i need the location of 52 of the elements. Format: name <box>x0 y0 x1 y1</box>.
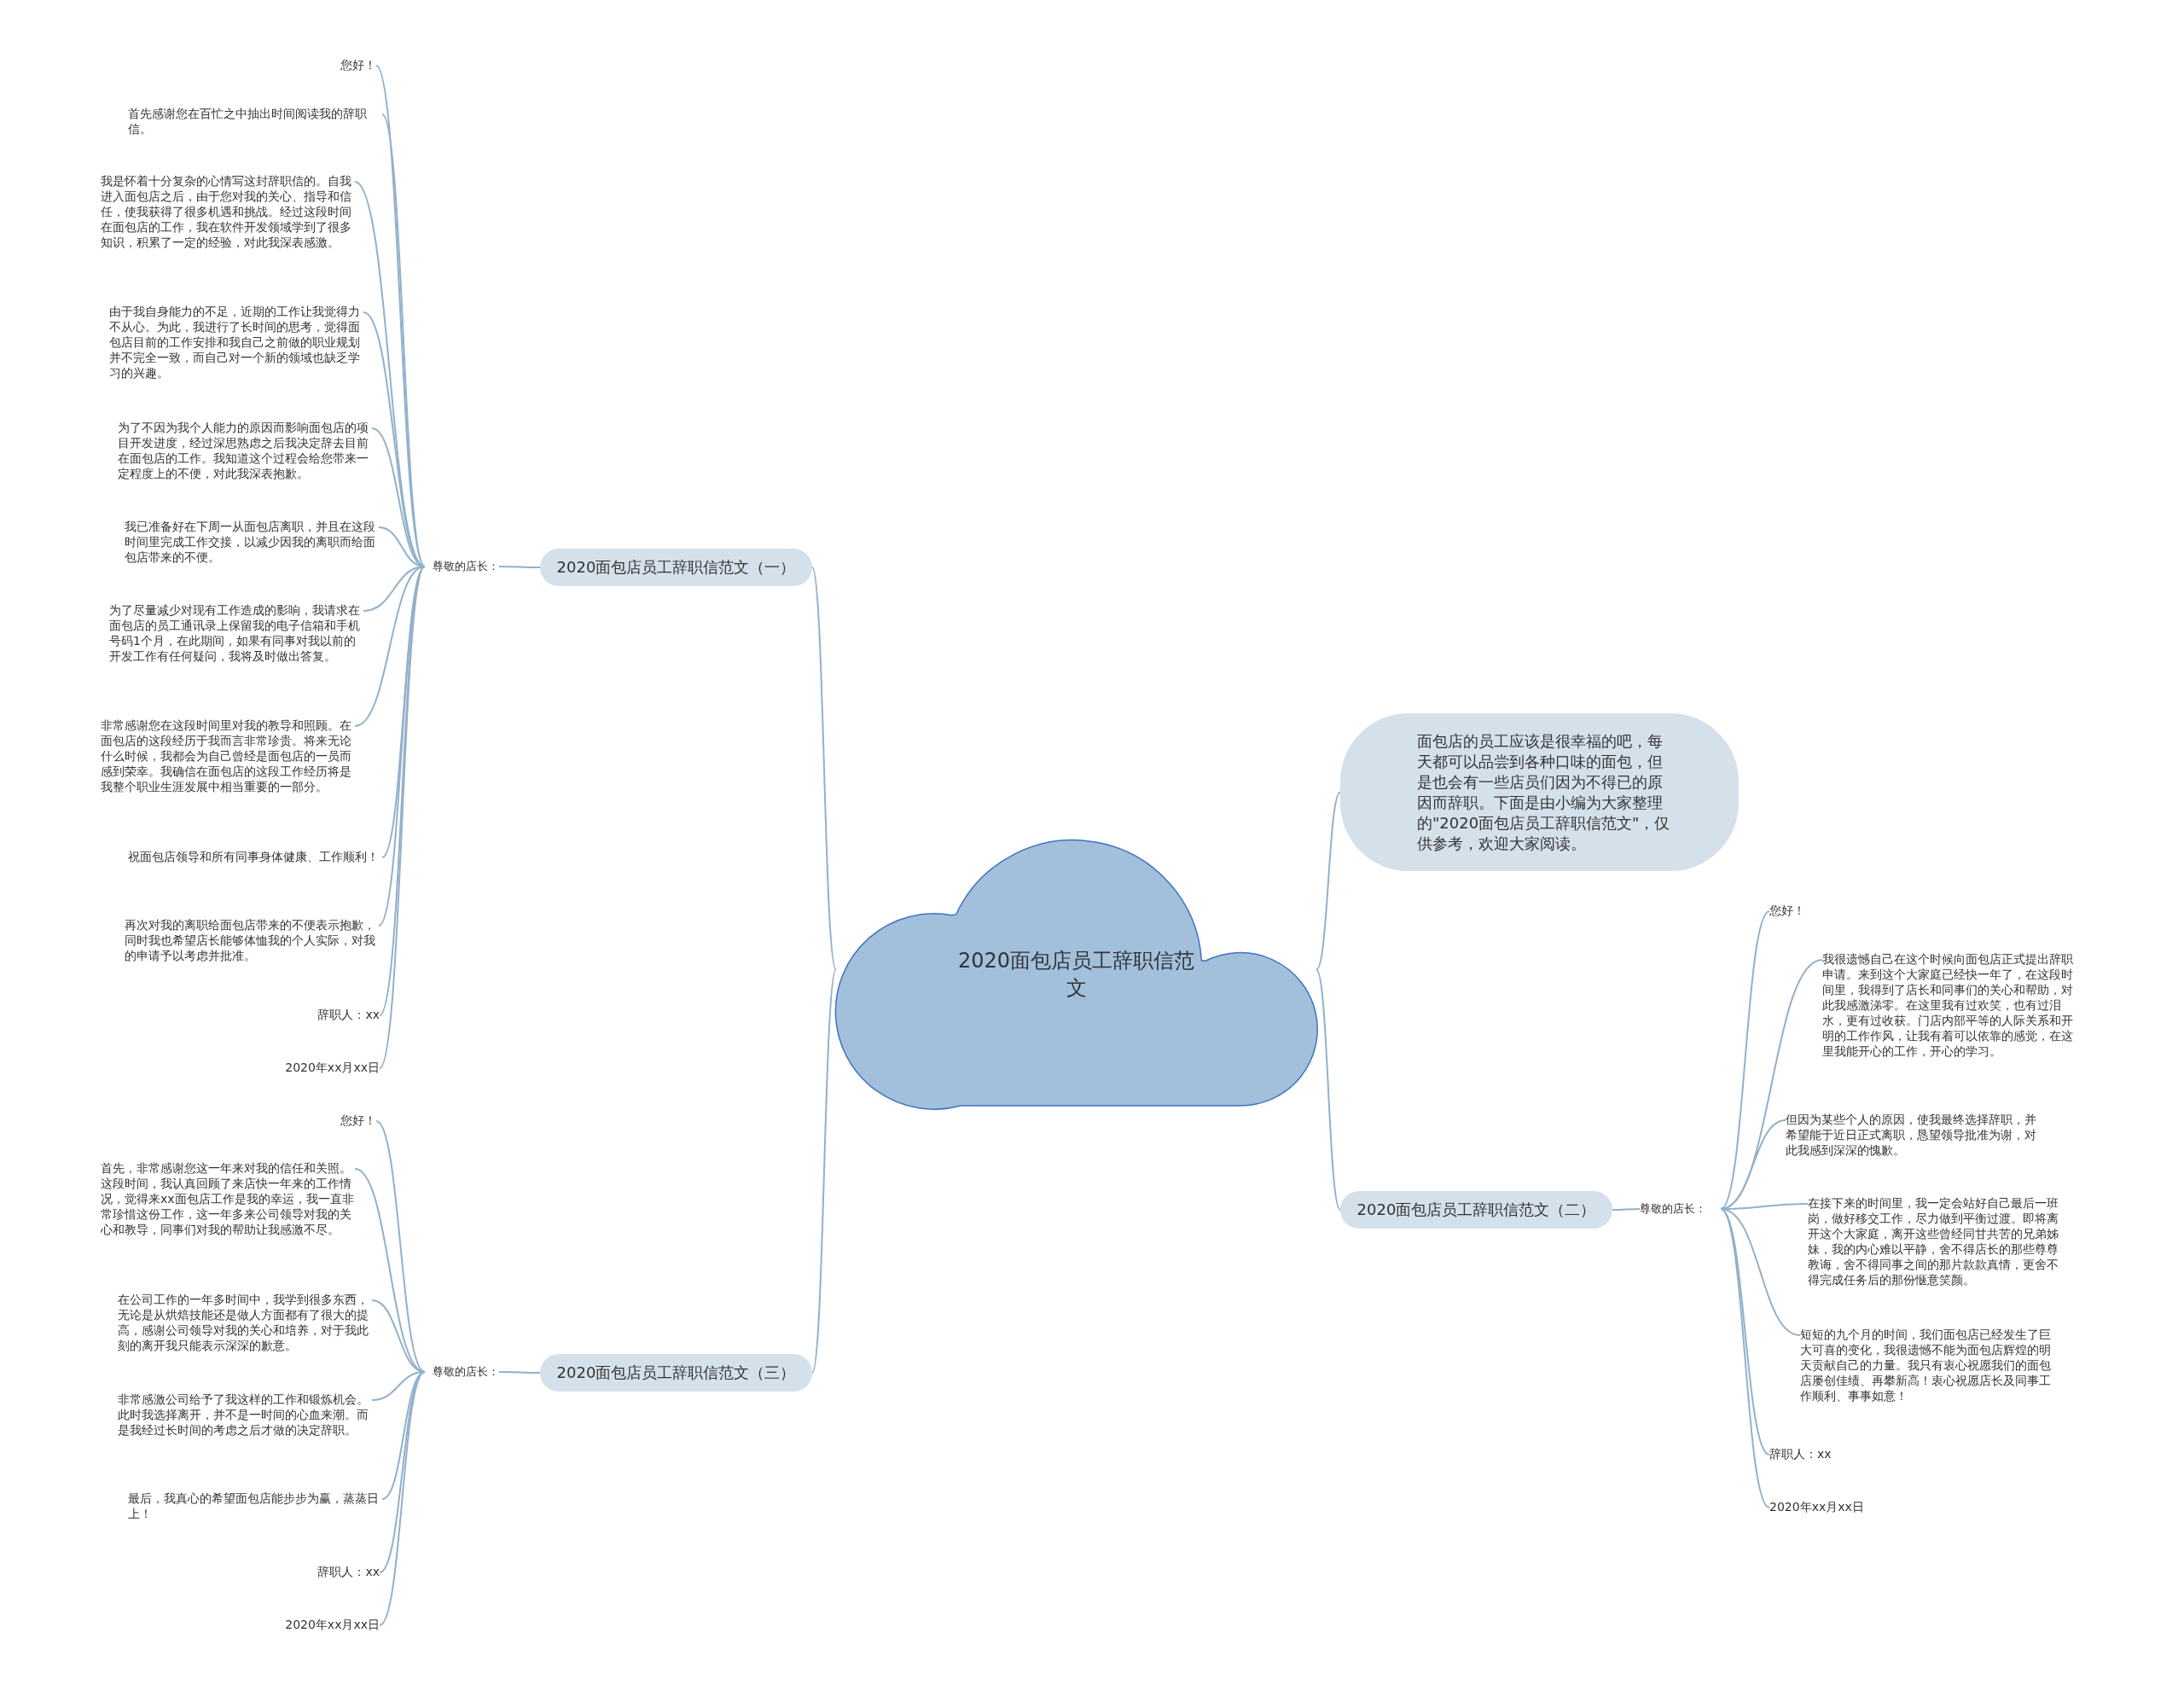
paragraph-text: 我很遗憾自己在这个时候向面包店正式提出辞职申请。来到这个大家庭已经快一年了，在这段时间里，我得到了店长和同事们的关心和帮助，对此我感激涕零。在这里我有过欢笑，也有过泪水，更有过收获。门店内部平等的人际关系和开明的工作作风，让我有着可以依靠的感觉，在这里我能开心的工作，开心的学习。 <box>1822 951 2078 1059</box>
paragraph-text: 您好！ <box>256 57 376 73</box>
connector-line <box>375 1120 426 1373</box>
paragraph-text: 在公司工作的一年多时间中，我学到很多东西，无论是从烘焙技能还是做人方面都有了很大的提高，感谢公司领导对我的关心和培养，对于我此刻的离开我只能表示深深的歉意。 <box>118 1292 372 1353</box>
paragraph-text: 非常感激公司给予了我这样的工作和锻炼机会。此时我选择离开，并不是一时间的心血来潮。而是我经过长时间的考虑之后才做的决定辞职。 <box>118 1392 372 1438</box>
connector-line <box>811 968 837 1374</box>
summary-text: 面包店的员工应该是很幸福的吧，每天都可以品尝到各种口味的面包，但是也会有一些店员们因为不得已的原因而辞职。下面是由小编为大家整理的"2020面包店员工辞职信范文"，仅供参考，欢迎大家阅读。 <box>1417 730 1670 854</box>
paragraph-text: 您好！ <box>1769 903 1838 918</box>
paragraph-text: 2020年xx月xx日 <box>256 1617 380 1632</box>
topic-box <box>540 1354 812 1392</box>
connector-line <box>498 566 541 568</box>
topic-text: 2020面包店员工辞职信范文（一） <box>556 557 796 578</box>
paragraph-text: 辞职人：xx <box>1769 1446 1889 1461</box>
paragraph-text: 非常感谢您在这段时间里对我的教导和照顾。在面包店的这段经历于我而言非常珍贵。将来无论什么时候，我都会为自己曾经是面包店的一员而感到荣幸。我确信在面包店的这段工作经历将是我整个职业生涯发展中相当重要的一部分。 <box>101 718 355 794</box>
connector-line <box>378 566 426 927</box>
connector-line <box>379 1371 426 1626</box>
paragraph-text: 由于我自身能力的不足，近期的工作让我觉得力不从心。为此，我进行了长时间的思考，觉得面包店目前的工作安排和我自己之前做的职业规划并不完全一致，而自己对一个新的领域也缺乏学习的兴趣。 <box>109 304 363 381</box>
connector-line <box>498 1371 541 1374</box>
connector-line <box>1720 1208 1770 1508</box>
paragraph-text: 为了不因为我个人能力的原因而影响面包店的项目开发进度，经过深思熟虑之后我决定辞去目前在面包店的工作。我知道这个过程会给您带来一定程度上的不便，对此我深表抱歉。 <box>118 420 372 481</box>
greeting-label: 尊敬的店长： <box>425 557 499 576</box>
paragraph-text: 我已准备好在下周一从面包店离职，并且在这段时间里完成工作交接，以减少因我的离职而给面包店带来的不便。 <box>125 519 379 565</box>
paragraph-text: 再次对我的离职给面包店带来的不便表示抱歉，同时我也希望店长能够体恤我的个人实际，对我的申请予以考虑并批准。 <box>125 917 379 963</box>
topic-text: 2020面包店员工辞职信范文（三） <box>556 1363 796 1383</box>
paragraph-text: 我是怀着十分复杂的心情写这封辞职信的。自我进入面包店之后，由于您对我的关心、指导和信任，使我获得了很多机遇和挑战。经过这段时间在面包店的工作，我在软件开发领域学到了很多知识，积累了一定的经验，对此我深表感激。 <box>101 173 355 250</box>
paragraph-text: 辞职人：xx <box>256 1007 380 1022</box>
connector-line <box>363 311 426 567</box>
paragraph-text: 在接下来的时间里，我一定会站好自己最后一班岗，做好移交工作，尽力做到平衡过渡。即将离开这个大家庭，离开这些曾经同甘共苦的兄弟姊妹，我的内心难以平静，舍不得店长的那些尊尊教诲，舍不得同事之间的那片款款真情，更舍不得完成任务后的那份惬意笑颜。 <box>1808 1195 2064 1287</box>
connector-line <box>811 567 837 971</box>
connector-line <box>1316 791 1341 971</box>
paragraph-text: 辞职人：xx <box>256 1564 380 1579</box>
paragraph-text: 但因为某些个人的原因，使我最终选择辞职，并希望能于近日正式离职，恳望领导批准为谢，对此我感到深深的愧歉。 <box>1786 1112 2042 1158</box>
connector-line <box>1612 1208 1641 1211</box>
paragraph-text: 祝面包店领导和所有同事身体健康、工作顺利！ <box>128 849 382 864</box>
connector-line <box>1720 1208 1801 1336</box>
paragraph-text: 最后，我真心的希望面包店能步步为赢，蒸蒸日上！ <box>128 1491 382 1521</box>
topic-box <box>1340 1191 1612 1229</box>
greeting-label: 尊敬的店长： <box>425 1363 499 1381</box>
paragraph-text: 短短的九个月的时间，我们面包店已经发生了巨大可喜的变化，我很遗憾不能为面包店辉煌的明天贡献自己的力量。我只有衷心祝愿我们的面包店屡创佳绩、再攀新高！衷心祝愿店长及同事工作顺利、事事如意！ <box>1800 1327 2056 1403</box>
paragraph-text: 2020年xx月xx日 <box>1769 1499 1906 1514</box>
paragraph-text: 为了尽量减少对现有工作造成的影响，我请求在面包店的员工通讯录上保留我的电子信箱和手机号码1个月，在此期间，如果有同事对我以前的开发工作有任何疑问，我将及时做出答复。 <box>109 602 363 664</box>
central-topic-text: 2020面包店员工辞职信范文 <box>956 947 1196 1002</box>
paragraph-text: 首先感谢您在百忙之中抽出时间阅读我的辞职信。 <box>128 106 382 137</box>
connector-line <box>1720 910 1770 1210</box>
connector-line <box>1316 968 1341 1211</box>
paragraph-text: 首先，非常感谢您这一年来对我的信任和关照。这段时间，我认真回顾了来店快一年来的工作情况，觉得来xx面包店工作是我的幸运，我一直非常珍惜这份工作，这一年多来公司领导对我的关心和教导，同事们对我的帮助让我感激不尽。 <box>101 1160 355 1237</box>
paragraph-text: 2020年xx月xx日 <box>256 1060 380 1075</box>
paragraph-text: 您好！ <box>256 1113 376 1128</box>
greeting-label: 尊敬的店长： <box>1640 1200 1721 1218</box>
topic-box <box>540 549 812 586</box>
connector-line <box>381 113 426 567</box>
topic-text: 2020面包店员工辞职信范文（二） <box>1356 1200 1596 1220</box>
